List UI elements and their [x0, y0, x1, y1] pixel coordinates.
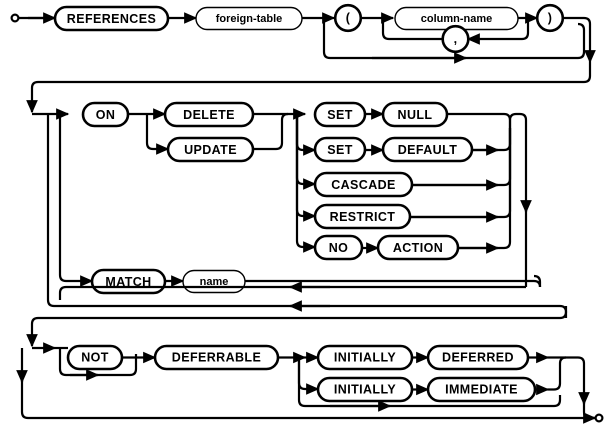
- rail-branch-set-default: [295, 114, 317, 156]
- node-rparen: [535, 3, 565, 33]
- node-name-label: name: [200, 276, 229, 288]
- rail-comma-loop-left: [381, 18, 443, 41]
- rail-branch-restrict: [295, 114, 317, 222]
- node-action-label: ACTION: [393, 241, 443, 255]
- node-lparen-label: (: [346, 11, 351, 25]
- rail-r3-bypass: [20, 348, 560, 420]
- node-not-label: NOT: [81, 351, 109, 365]
- node-comma: [441, 24, 470, 54]
- rail-update-branch: [145, 114, 170, 155]
- node-lparen: [333, 3, 363, 33]
- rail-update-merge: [253, 112, 289, 151]
- start-marker: [10, 13, 20, 23]
- rail-on-exit-down: [508, 112, 528, 287]
- rail-r2-match-branch: [58, 114, 94, 287]
- rail-branch-no-action: [295, 114, 317, 253]
- node-set-null-set-label: SET: [327, 108, 353, 122]
- node-cascade-label: CASCADE: [331, 178, 396, 192]
- rail-init-merge-up: [548, 356, 567, 391]
- rail-r1-exit: [563, 16, 596, 64]
- node-null-label: NULL: [398, 108, 433, 122]
- rail-row1-to-row2: [30, 62, 592, 104]
- node-deferrable-label: DEFERRABLE: [172, 351, 261, 365]
- node-update-label: UPDATE: [184, 143, 237, 157]
- node-match-label: MATCH: [105, 275, 151, 289]
- rail-comma-loop-right: [466, 18, 530, 45]
- node-default-label: DEFAULT: [398, 143, 458, 157]
- node-set-default-set-label: SET: [327, 143, 353, 157]
- rail-default-merge: [472, 128, 512, 152]
- node-initially-deferred-initially-label: INITIALLY: [334, 351, 396, 365]
- node-references-label: REFERENCES: [67, 12, 156, 26]
- rail-skip-paren-left: [322, 18, 372, 60]
- rail-initskip-merge: [380, 395, 562, 408]
- rail-branch-initially-skip: [297, 357, 380, 408]
- node-no-label: NO: [329, 241, 349, 255]
- rail-sec2-exit-right: [520, 304, 568, 318]
- node-immediate-label: IMMEDIATE: [445, 383, 518, 397]
- rail-skip-join: [372, 22, 586, 60]
- rail-action-merge: [458, 128, 512, 250]
- node-rparen-label: ): [548, 11, 553, 25]
- rail-null-merge: [447, 112, 512, 128]
- node-column-name-label: column-name: [421, 13, 493, 25]
- node-foreign-table-label: foreign-table: [216, 13, 283, 25]
- node-restrict-label: RESTRICT: [330, 210, 396, 224]
- node-deferred-label: DEFERRED: [442, 351, 514, 365]
- rail-row2-to-row3: [30, 306, 568, 338]
- node-initially-immediate-initially-label: INITIALLY: [334, 383, 396, 397]
- rail-sec2-return: [58, 285, 526, 300]
- rail-r2-bypass: [46, 114, 520, 308]
- node-delete-label: DELETE: [183, 108, 235, 122]
- end-marker: [594, 413, 604, 423]
- rail-branch-initially-immediate: [297, 357, 320, 395]
- rail-bus-cap: [533, 274, 542, 287]
- rail-r3-exit-down: [548, 356, 586, 412]
- node-comma-label: ,: [454, 32, 458, 46]
- node-on-label: ON: [96, 108, 116, 122]
